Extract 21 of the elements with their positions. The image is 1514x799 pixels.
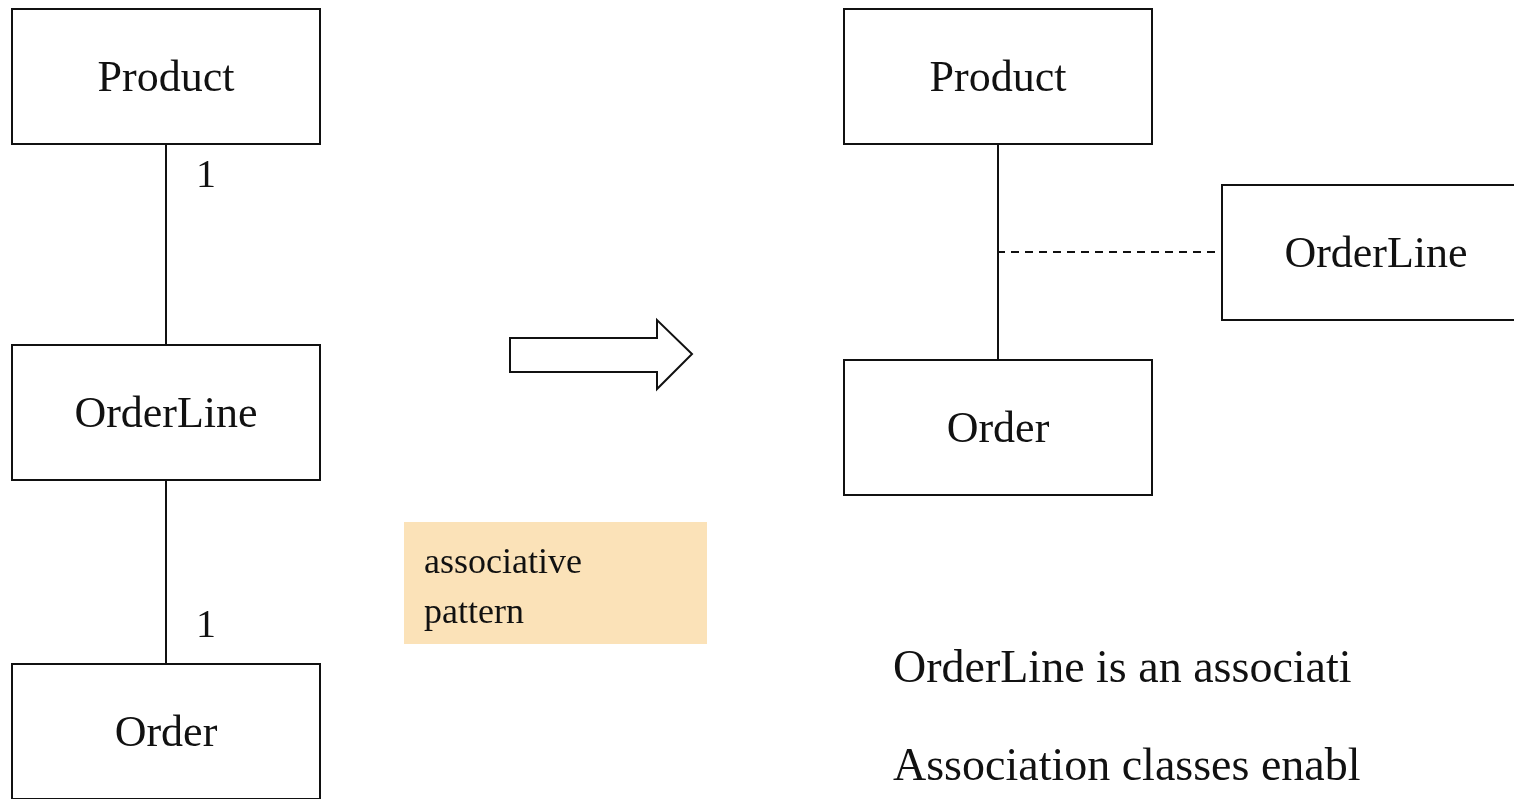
class-box	[843, 359, 1153, 496]
association-line	[165, 480, 167, 664]
class-name: OrderLine	[1284, 227, 1468, 278]
class-name: Product	[97, 51, 235, 102]
class-name: OrderLine	[74, 387, 258, 438]
multiplicity: 1	[196, 150, 216, 197]
note-text: OrderLine is an associati	[893, 640, 1352, 693]
class-box	[11, 663, 321, 799]
class-name: Product	[929, 51, 1067, 102]
class-box	[1221, 184, 1514, 321]
class-box	[843, 8, 1153, 145]
class-box	[11, 344, 321, 481]
class-name: Order	[946, 402, 1050, 453]
note-text: Association classes enabl	[893, 738, 1361, 791]
note-text: associative pattern	[424, 541, 582, 631]
association-line	[997, 144, 999, 360]
class-name: Order	[114, 706, 218, 757]
class-box	[11, 8, 321, 145]
association-line	[165, 144, 167, 345]
multiplicity: 1	[196, 600, 216, 647]
note-box	[404, 522, 707, 644]
